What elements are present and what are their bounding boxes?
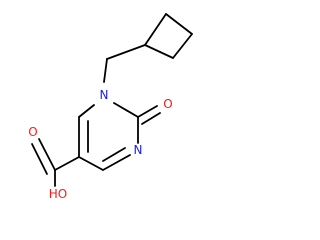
bond bbox=[144, 13, 167, 46]
bond bbox=[54, 156, 80, 171]
bond bbox=[165, 13, 193, 35]
bond bbox=[172, 33, 193, 59]
bond bbox=[102, 154, 131, 171]
bond bbox=[31, 143, 48, 175]
bond bbox=[78, 156, 104, 171]
cyclobutyl-ring bbox=[144, 13, 193, 59]
bond bbox=[137, 105, 158, 118]
bond bbox=[102, 147, 126, 162]
atom-n3-label: N bbox=[134, 143, 143, 157]
atom-carbonyl-oxygen-label: O bbox=[163, 97, 172, 111]
atom-hydroxyl-label: HO bbox=[49, 187, 67, 200]
bond bbox=[78, 104, 95, 118]
methylene-linker bbox=[103, 44, 146, 83]
carboxylic-acid-group bbox=[31, 138, 80, 187]
atom-n1-label: N bbox=[100, 88, 109, 102]
pyrimidinone-ring bbox=[78, 102, 161, 171]
bond bbox=[144, 44, 174, 59]
atom-acid-oxygen-label: O bbox=[28, 125, 37, 139]
bond bbox=[113, 102, 139, 118]
bond bbox=[141, 112, 161, 125]
molecule-structure: N O N O HO bbox=[28, 13, 193, 200]
bond bbox=[106, 44, 146, 60]
bond bbox=[103, 58, 108, 83]
bond bbox=[38, 138, 56, 171]
